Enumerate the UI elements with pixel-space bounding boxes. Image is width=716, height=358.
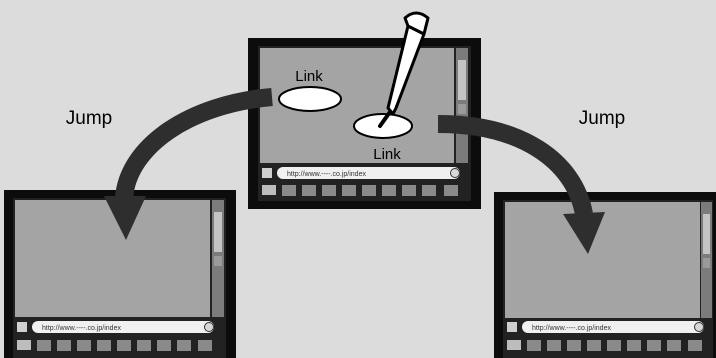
reload-icon[interactable] — [587, 340, 601, 351]
left-screen — [15, 200, 210, 317]
forward-icon[interactable] — [302, 185, 316, 196]
link-blob-bottom[interactable] — [354, 114, 412, 138]
link-label-top: Link — [295, 68, 323, 85]
center-url-text: http://www.----.co.jp/index — [287, 171, 366, 178]
reload-icon[interactable] — [97, 340, 111, 351]
bookmark-icon[interactable] — [382, 185, 396, 196]
left-url-text: http://www.----.co.jp/index — [42, 325, 121, 332]
jump-label-left: Jump — [66, 108, 112, 129]
link-blob-top[interactable] — [279, 87, 341, 111]
history-icon[interactable] — [402, 185, 416, 196]
stop-icon[interactable] — [77, 340, 91, 351]
zoom-icon[interactable] — [667, 340, 681, 351]
jump-label-right: Jump — [579, 108, 625, 129]
history-icon[interactable] — [157, 340, 171, 351]
right-screen — [505, 202, 700, 318]
right-url-text: http://www.----.co.jp/index — [532, 325, 611, 332]
link-label-bottom: Link — [373, 146, 401, 163]
zoom-icon[interactable] — [422, 185, 436, 196]
forward-icon[interactable] — [547, 340, 561, 351]
reload-icon[interactable] — [342, 185, 356, 196]
back-icon[interactable] — [282, 185, 296, 196]
stop-icon[interactable] — [567, 340, 581, 351]
forward-icon[interactable] — [57, 340, 71, 351]
right-device: http://www.----.co.jp/index — [494, 192, 716, 358]
home-icon[interactable] — [607, 340, 621, 351]
bookmark-icon[interactable] — [627, 340, 641, 351]
stop-icon[interactable] — [322, 185, 336, 196]
bookmark-icon[interactable] — [137, 340, 151, 351]
home-icon[interactable] — [362, 185, 376, 196]
back-icon[interactable] — [37, 340, 51, 351]
back-icon[interactable] — [527, 340, 541, 351]
menu-icon[interactable] — [198, 340, 212, 351]
zoom-icon[interactable] — [177, 340, 191, 351]
history-icon[interactable] — [647, 340, 661, 351]
menu-icon[interactable] — [444, 185, 458, 196]
menu-icon[interactable] — [688, 340, 702, 351]
home-icon[interactable] — [117, 340, 131, 351]
